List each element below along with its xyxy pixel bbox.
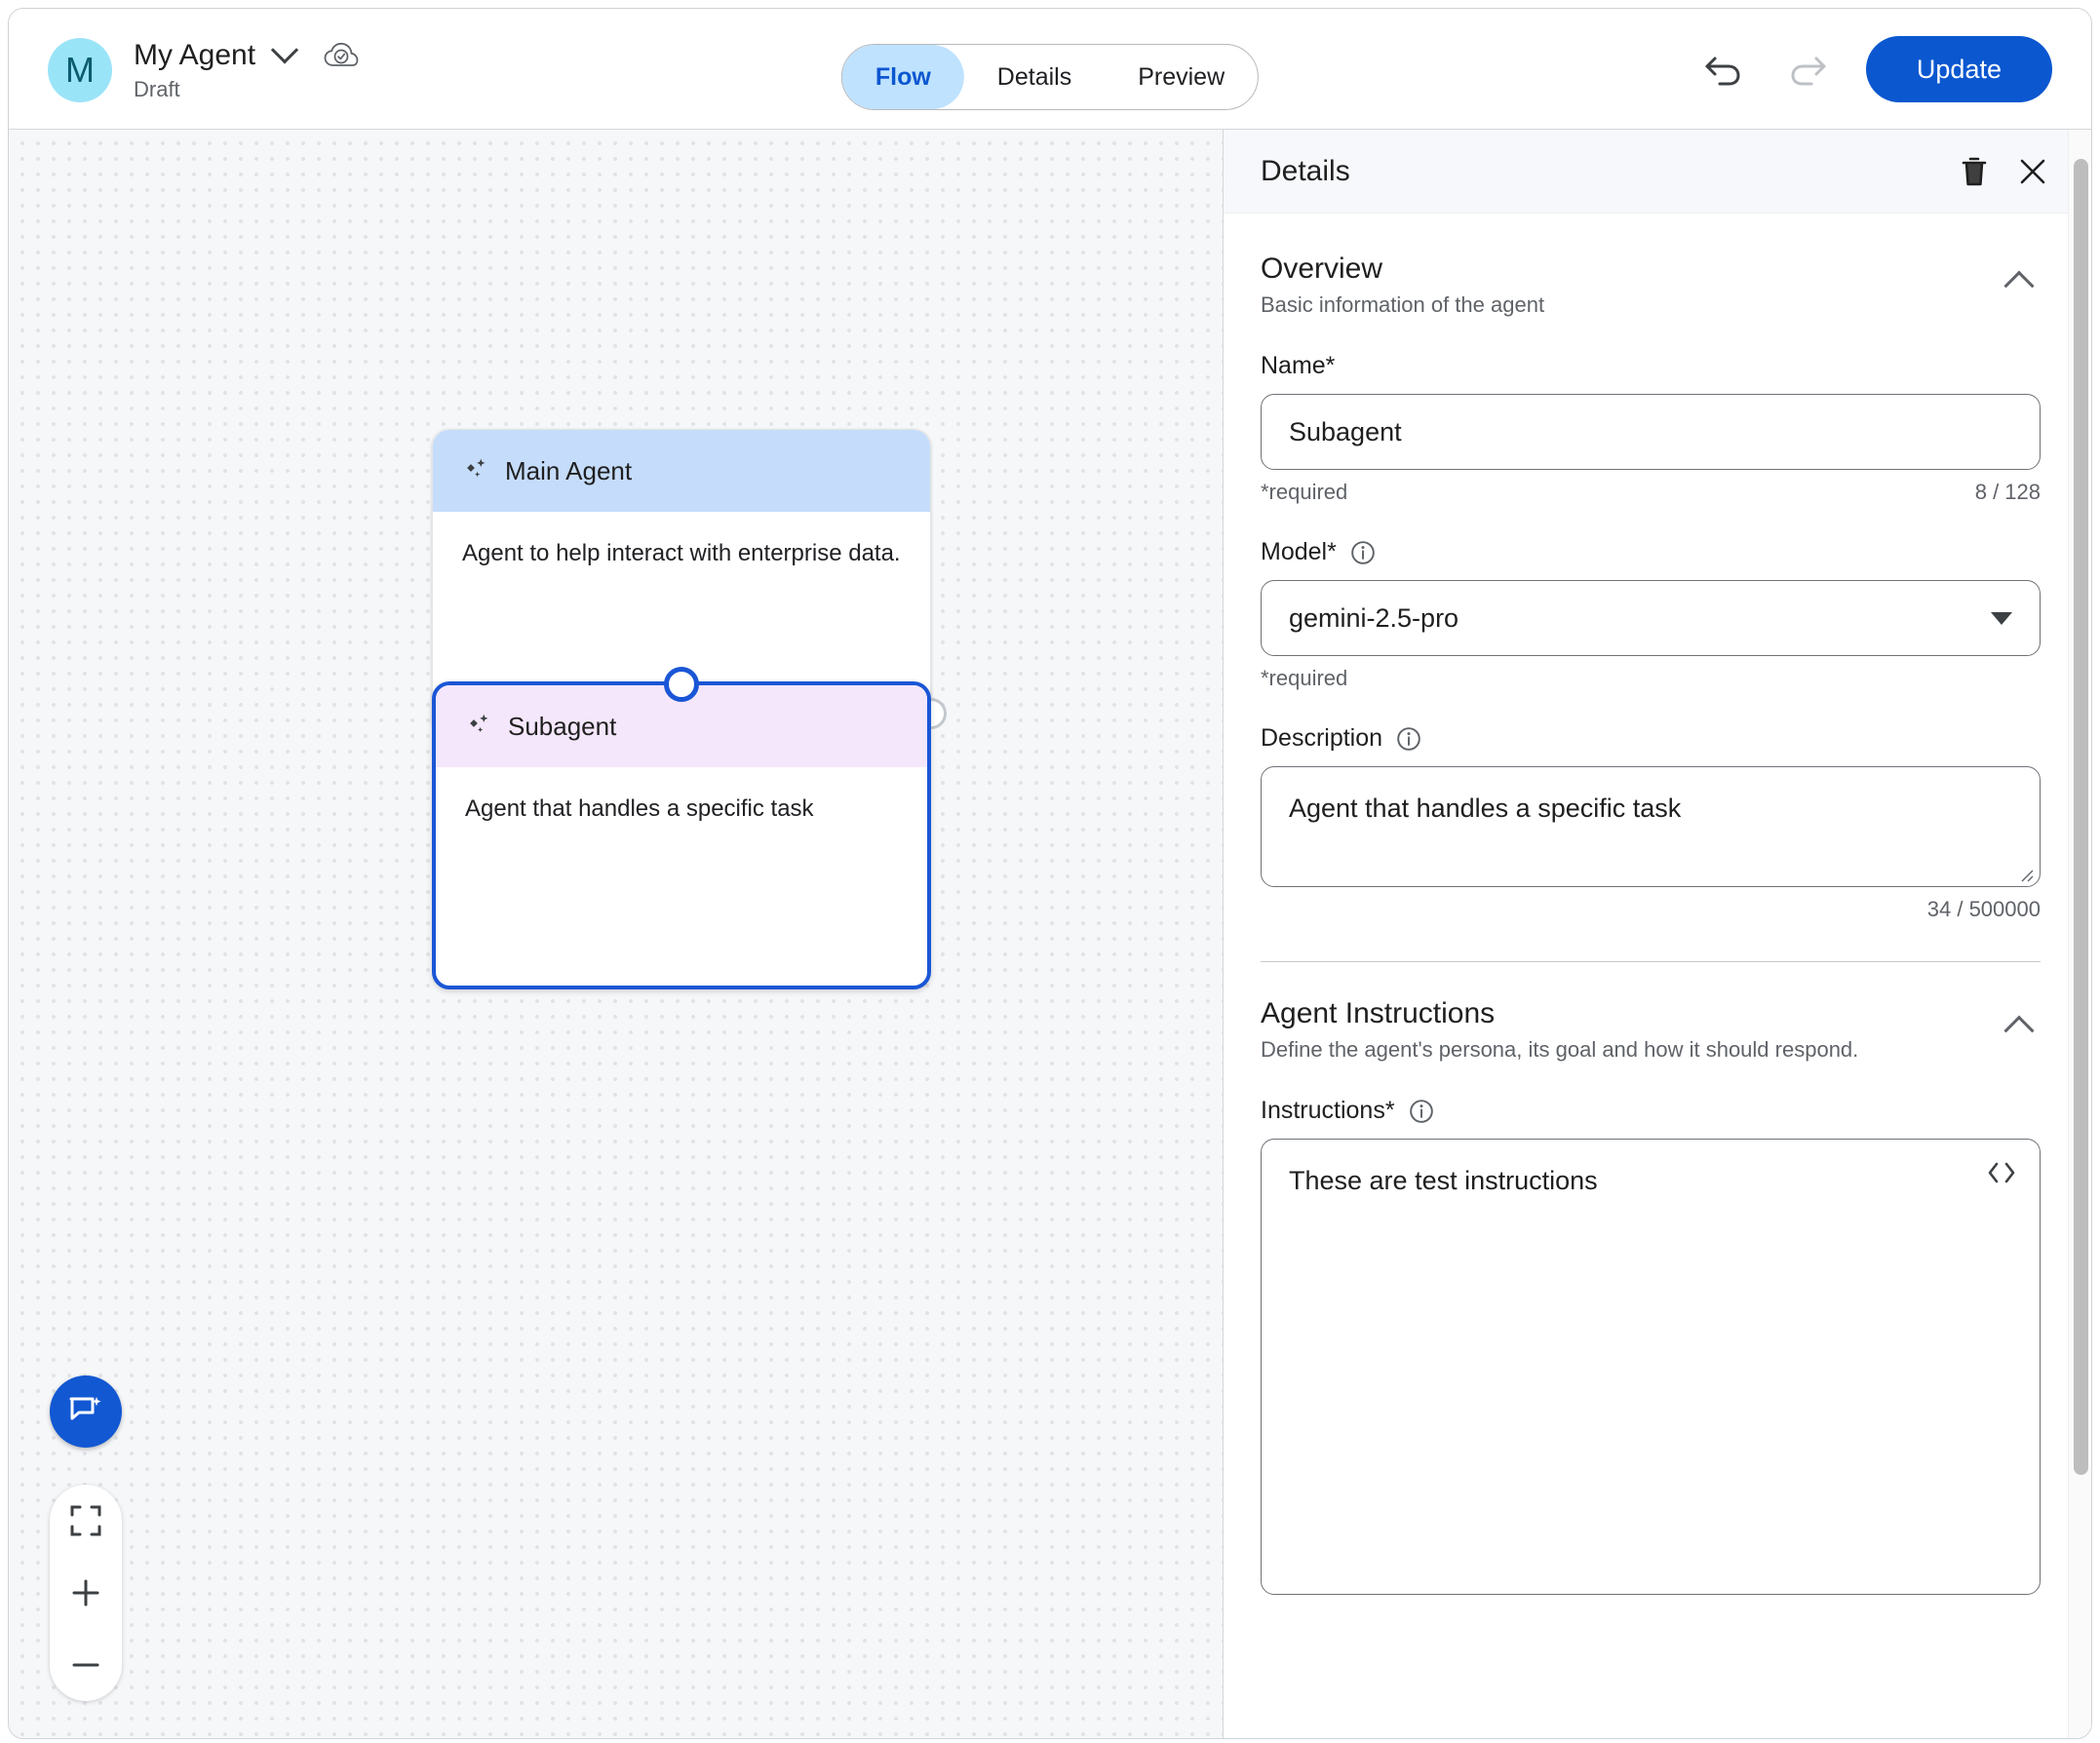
model-helper: *required — [1261, 666, 2041, 691]
name-input[interactable]: Subagent — [1261, 394, 2041, 470]
app-window: M My Agent Draft Flow D — [8, 8, 2092, 1739]
details-panel-scroll[interactable]: Overview Basic information of the agent … — [1224, 213, 2091, 1738]
name-required-note: *required — [1261, 480, 1348, 504]
name-helper: *required 8 / 128 — [1261, 480, 2041, 505]
model-label: Model* — [1261, 538, 1337, 565]
details-scrollbar-track[interactable] — [2068, 130, 2091, 1738]
node-main-agent-title: Main Agent — [505, 455, 633, 485]
zoom-in-button[interactable] — [50, 1557, 122, 1629]
tab-details[interactable]: Details — [996, 62, 1072, 91]
description-label-row: Description — [1261, 724, 2041, 753]
update-button[interactable]: Update — [1865, 36, 2052, 102]
view-tabs: Flow Details Preview — [840, 44, 1260, 110]
instructions-label: Instructions* — [1261, 1097, 1395, 1124]
info-icon[interactable] — [1350, 540, 1376, 565]
redo-icon[interactable] — [1782, 44, 1833, 95]
sparkle-icon — [470, 714, 488, 733]
trash-icon[interactable] — [1945, 142, 2003, 201]
description-helper: 34 / 500000 — [1261, 897, 2041, 922]
instructions-label-row: Instructions* — [1261, 1097, 2041, 1125]
node-subagent-title: Subagent — [508, 711, 617, 741]
description-value: Agent that handles a specific task — [1289, 794, 1682, 823]
node-main-agent-header: Main Agent — [433, 430, 930, 512]
chevron-down-icon[interactable] — [270, 36, 299, 64]
close-icon[interactable] — [2003, 142, 2062, 201]
node-subagent-input-handle[interactable] — [664, 667, 699, 702]
fit-to-screen-icon[interactable] — [50, 1485, 122, 1557]
name-label: Name* — [1261, 352, 1336, 379]
overview-section-header: Overview Basic information of the agent — [1261, 251, 2041, 319]
model-label-row: Model* — [1261, 538, 2041, 566]
overview-section-text: Overview Basic information of the agent — [1261, 251, 1998, 319]
description-label: Description — [1261, 724, 1383, 752]
agent-brand: M My Agent Draft — [48, 36, 359, 102]
node-subagent-body: Agent that handles a specific task — [465, 795, 814, 822]
flow-canvas[interactable]: Main Agent Agent to help interact with e… — [9, 130, 1225, 1738]
top-bar: M My Agent Draft Flow D — [9, 9, 2091, 130]
node-main-agent-body: Agent to help interact with enterprise d… — [462, 540, 901, 566]
description-counter: 34 / 500000 — [1926, 897, 2041, 921]
section-divider — [1261, 961, 2041, 962]
description-field-group: Description Agent that handles a specifi… — [1261, 724, 2041, 922]
overview-subtitle: Basic information of the agent — [1261, 292, 1545, 317]
name-field-group: Name* Subagent *required 8 / 128 — [1261, 352, 2041, 505]
model-select[interactable]: gemini-2.5-pro — [1261, 580, 2041, 656]
instructions-value: These are test instructions — [1289, 1166, 1598, 1195]
avatar: M — [48, 38, 112, 102]
zoom-controls — [50, 1485, 122, 1701]
instructions-section-header: Agent Instructions Define the agent's pe… — [1261, 995, 2041, 1064]
details-panel-title: Details — [1261, 154, 1350, 187]
instructions-textarea[interactable]: These are test instructions — [1261, 1139, 2041, 1595]
zoom-out-button[interactable] — [50, 1629, 122, 1701]
cloud-saved-icon — [324, 41, 359, 70]
tab-flow[interactable]: Flow — [841, 45, 964, 109]
instructions-section-subtitle: Define the agent's persona, its goal and… — [1261, 1037, 1859, 1062]
caret-down-icon — [1991, 611, 2012, 625]
model-field-group: Model* gemini-2.5-pro *required — [1261, 538, 2041, 691]
model-required-note: *required — [1261, 666, 1348, 690]
status-badge: Draft — [134, 77, 180, 101]
overview-title: Overview — [1261, 252, 1383, 285]
info-icon[interactable] — [1409, 1099, 1434, 1124]
details-panel: Details Overview Bas — [1223, 130, 2091, 1738]
undo-icon[interactable] — [1698, 44, 1749, 95]
instructions-collapse-chevron-up-icon[interactable] — [1998, 1005, 2041, 1048]
agent-brand-text: My Agent Draft — [134, 36, 359, 102]
description-textarea[interactable]: Agent that handles a specific task — [1261, 766, 2041, 887]
overview-collapse-chevron-up-icon[interactable] — [1998, 260, 2041, 303]
details-panel-header: Details — [1224, 130, 2091, 213]
page-title: My Agent — [134, 39, 256, 71]
top-actions: Update — [1698, 36, 2052, 102]
info-icon[interactable] — [1396, 726, 1421, 752]
instructions-section-title: Agent Instructions — [1261, 997, 1496, 1029]
sparkle-icon — [467, 458, 486, 478]
node-subagent[interactable]: Subagent Agent that handles a specific t… — [432, 681, 931, 989]
instructions-section-text: Agent Instructions Define the agent's pe… — [1261, 995, 1998, 1064]
details-panel-content: Overview Basic information of the agent … — [1224, 213, 2091, 1595]
agent-title-row: My Agent — [134, 36, 359, 73]
model-select-value: gemini-2.5-pro — [1289, 602, 1459, 633]
assistant-button[interactable] — [50, 1375, 122, 1448]
name-counter: 8 / 128 — [1974, 480, 2041, 504]
resize-handle[interactable] — [2016, 865, 2034, 882]
code-brackets-icon[interactable] — [1985, 1159, 2018, 1186]
chat-sparkle-icon — [69, 1397, 101, 1420]
tab-preview[interactable]: Preview — [1138, 62, 1225, 91]
instructions-field-group: Instructions* These are test instruction… — [1261, 1097, 2041, 1595]
details-scrollbar-thumb[interactable] — [2074, 159, 2088, 1475]
